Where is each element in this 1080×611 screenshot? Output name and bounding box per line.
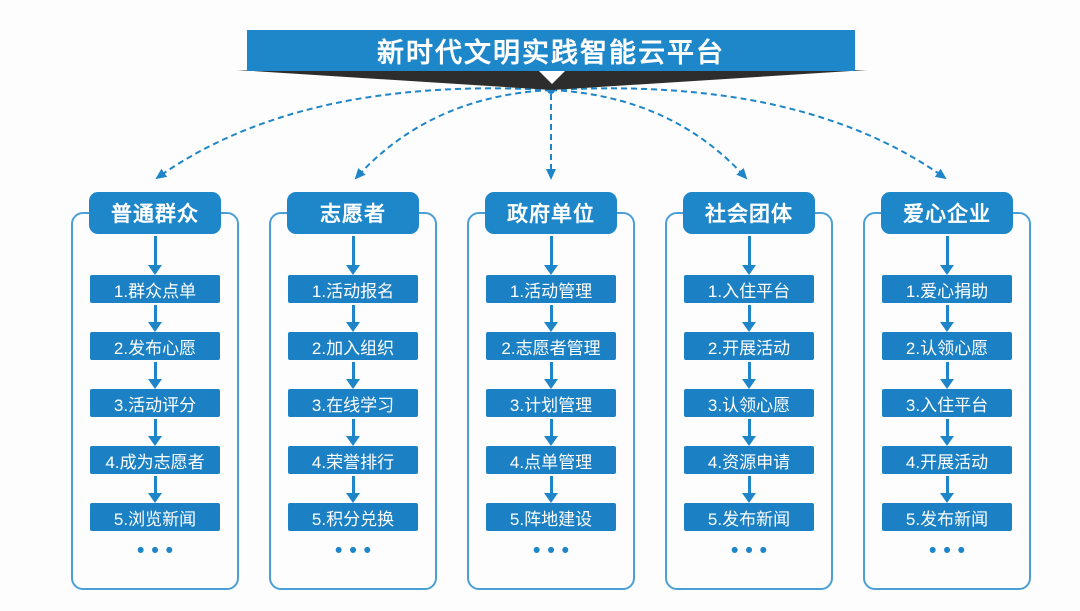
step-box: 1.活动报名 <box>288 275 418 303</box>
column-header: 志愿者 <box>287 192 419 234</box>
column-public: 普通群众 1.群众点单 2.发布心愿 3.活动评分 4.成为志愿者 5.浏览新闻… <box>71 192 239 590</box>
column-flow: 1.群众点单 2.发布心愿 3.活动评分 4.成为志愿者 5.浏览新闻 ••• <box>71 234 239 563</box>
down-arrow-icon <box>740 303 758 332</box>
dashed-connector-col1 <box>155 87 552 180</box>
step-box: 2.加入组织 <box>288 332 418 360</box>
step-box: 2.发布心愿 <box>90 332 220 360</box>
down-arrow-icon <box>542 417 560 446</box>
step-box: 2.开展活动 <box>684 332 814 360</box>
step-box: 4.资源申请 <box>684 446 814 474</box>
down-arrow-icon <box>740 234 758 275</box>
down-arrow-icon <box>146 360 164 389</box>
more-steps-ellipsis: ••• <box>532 539 577 562</box>
down-arrow-icon <box>344 474 362 503</box>
more-steps-ellipsis: ••• <box>136 539 181 562</box>
down-arrow-icon <box>938 303 956 332</box>
down-arrow-icon <box>740 474 758 503</box>
column-enterprises: 爱心企业 1.爱心捐助 2.认领心愿 3.入住平台 4.开展活动 5.发布新闻 … <box>863 192 1031 590</box>
column-header: 爱心企业 <box>881 192 1013 234</box>
more-steps-ellipsis: ••• <box>730 539 775 562</box>
step-box: 4.开展活动 <box>882 446 1012 474</box>
column-flow: 1.爱心捐助 2.认领心愿 3.入住平台 4.开展活动 5.发布新闻 ••• <box>863 234 1031 563</box>
step-box: 3.认领心愿 <box>684 389 814 417</box>
step-box: 3.入住平台 <box>882 389 1012 417</box>
down-arrow-icon <box>146 234 164 275</box>
step-box: 4.点单管理 <box>486 446 616 474</box>
down-arrow-icon <box>740 417 758 446</box>
down-arrow-icon <box>344 303 362 332</box>
down-arrow-icon <box>938 360 956 389</box>
step-box: 5.积分兑换 <box>288 503 418 531</box>
step-box: 4.荣誉排行 <box>288 446 418 474</box>
step-box: 1.爱心捐助 <box>882 275 1012 303</box>
down-arrow-icon <box>542 360 560 389</box>
down-arrow-icon <box>344 360 362 389</box>
more-steps-ellipsis: ••• <box>334 539 379 562</box>
step-box: 4.成为志愿者 <box>90 446 220 474</box>
down-arrow-icon <box>542 474 560 503</box>
column-flow: 1.入住平台 2.开展活动 3.认领心愿 4.资源申请 5.发布新闻 ••• <box>665 234 833 563</box>
column-header: 政府单位 <box>485 192 617 234</box>
column-government: 政府单位 1.活动管理 2.志愿者管理 3.计划管理 4.点单管理 5.阵地建设… <box>467 192 635 590</box>
step-box: 5.浏览新闻 <box>90 503 220 531</box>
step-box: 2.志愿者管理 <box>486 332 616 360</box>
step-box: 2.认领心愿 <box>882 332 1012 360</box>
down-arrow-icon <box>146 417 164 446</box>
down-arrow-icon <box>740 360 758 389</box>
step-box: 3.在线学习 <box>288 389 418 417</box>
column-header: 社会团体 <box>683 192 815 234</box>
down-arrow-icon <box>344 417 362 446</box>
down-arrow-icon <box>938 234 956 275</box>
step-box: 1.入住平台 <box>684 275 814 303</box>
banner-ribbon <box>237 70 867 90</box>
dashed-connector-col2 <box>354 89 552 180</box>
step-box: 5.发布新闻 <box>684 503 814 531</box>
dashed-connector-col5 <box>550 87 947 180</box>
column-volunteers: 志愿者 1.活动报名 2.加入组织 3.在线学习 4.荣誉排行 5.积分兑换 •… <box>269 192 437 590</box>
down-arrow-icon <box>542 303 560 332</box>
column-flow: 1.活动管理 2.志愿者管理 3.计划管理 4.点单管理 5.阵地建设 ••• <box>467 234 635 563</box>
more-steps-ellipsis: ••• <box>928 539 973 562</box>
platform-title: 新时代文明实践智能云平台 <box>247 30 855 71</box>
down-arrow-icon <box>938 417 956 446</box>
down-arrow-icon <box>542 234 560 275</box>
step-box: 5.阵地建设 <box>486 503 616 531</box>
connector-lines <box>155 86 947 180</box>
down-arrow-icon <box>539 71 565 84</box>
step-box: 1.活动管理 <box>486 275 616 303</box>
step-box: 3.计划管理 <box>486 389 616 417</box>
down-arrow-icon <box>938 474 956 503</box>
down-arrow-icon <box>344 234 362 275</box>
dashed-connector-col4 <box>550 89 748 180</box>
column-flow: 1.活动报名 2.加入组织 3.在线学习 4.荣誉排行 5.积分兑换 ••• <box>269 234 437 563</box>
step-box: 3.活动评分 <box>90 389 220 417</box>
column-social-groups: 社会团体 1.入住平台 2.开展活动 3.认领心愿 4.资源申请 5.发布新闻 … <box>665 192 833 590</box>
step-box: 5.发布新闻 <box>882 503 1012 531</box>
step-box: 1.群众点单 <box>90 275 220 303</box>
down-arrow-icon <box>146 474 164 503</box>
down-arrow-icon <box>146 303 164 332</box>
column-header: 普通群众 <box>89 192 221 234</box>
